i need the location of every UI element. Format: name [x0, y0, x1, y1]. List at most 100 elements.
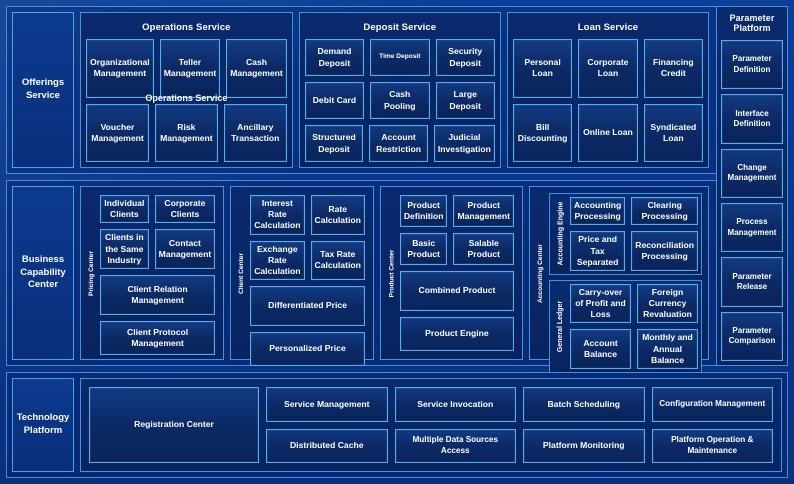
group-title-operations-service: Operations Service: [142, 22, 231, 33]
box-registration-center[interactable]: Registration Center: [89, 387, 259, 463]
technology-platform-columns: Service Management Distributed Cache Ser…: [266, 387, 773, 463]
box-accounting-processing[interactable]: Accounting Processing: [570, 197, 626, 226]
group-loan-service: Loan Service Personal Loan Corporate Loa…: [506, 12, 709, 168]
box-voucher-management[interactable]: Voucher Management: [86, 103, 149, 162]
group-title-parameter-platform: Parameter Platform: [729, 13, 775, 33]
group-title-loan-service: Loan Service: [577, 22, 639, 33]
box-platform-monitoring[interactable]: Platform Monitoring: [523, 428, 645, 463]
subgroup-accounting-engine: Accounting Engine Accounting Processing …: [549, 193, 702, 275]
box-syndicated-loan[interactable]: Syndicated Loan: [643, 103, 703, 162]
loan-service-row-2: Bill Discounting Online Loan Syndicated …: [512, 103, 703, 162]
box-parameter-release[interactable]: Parameter Release: [721, 257, 783, 307]
box-parameter-definition[interactable]: Parameter Definition: [721, 40, 783, 90]
box-distributed-cache[interactable]: Distributed Cache: [266, 428, 388, 463]
product-center-pairs: Product Definition Product Management Ba…: [399, 195, 514, 265]
box-clearing-processing[interactable]: Clearing Processing: [631, 197, 698, 226]
box-teller-management[interactable]: Teller Management: [159, 39, 221, 98]
box-combined-product[interactable]: Combined Product: [399, 271, 514, 311]
box-structured-deposit[interactable]: Structured Deposit: [304, 125, 364, 162]
box-corporate-clients[interactable]: Corporate Clients: [154, 195, 216, 224]
box-online-loan[interactable]: Online Loan: [578, 103, 638, 162]
vlabel-accounting-engine: Accounting Engine: [557, 202, 564, 266]
box-product-engine[interactable]: Product Engine: [399, 317, 514, 351]
box-carry-over-of-profit-and-loss[interactable]: Carry-over of Profit and Loss: [570, 283, 631, 324]
tech-column-4: Configuration Management Platform Operat…: [651, 387, 773, 463]
pricing-center-pairs: Individual Clients Corporate Clients Cli…: [100, 195, 216, 269]
vlabel-pricing-center: Pricing Center: [88, 250, 96, 296]
box-product-definition[interactable]: Product Definition: [399, 195, 448, 227]
box-salable-product[interactable]: Salable Product: [453, 233, 514, 265]
panel-accounting-center: Accounting Center Accounting Engine Acco…: [529, 186, 709, 373]
tech-column-3: Batch Scheduling Platform Monitoring: [523, 387, 645, 463]
box-judicial-investigation[interactable]: Judicial Investigation: [433, 125, 495, 162]
box-service-invocation[interactable]: Service Invocation: [394, 387, 516, 422]
panel-product-center: Product Center Product Definition Produc…: [379, 186, 523, 360]
box-product-management[interactable]: Product Management: [453, 195, 514, 227]
box-corporate-loan[interactable]: Corporate Loan: [578, 39, 638, 98]
box-account-restriction[interactable]: Account Restriction: [369, 125, 428, 162]
box-large-deposit[interactable]: Large Deposit: [435, 82, 495, 119]
box-clients-in-the-same-industry[interactable]: Clients in the Same Industry: [100, 229, 149, 269]
box-platform-operation-and-maintenance[interactable]: Platform Operation & Maintenance: [651, 428, 773, 463]
vlabel-product-center: Product Center: [387, 249, 395, 297]
box-tax-rate-calculation[interactable]: Tax Rate Calculation: [310, 240, 365, 281]
vlabel-general-ledger: General Ledger: [557, 300, 565, 353]
box-client-relation-management[interactable]: Client Relation Management: [100, 274, 216, 315]
vlabel-accounting-center: Accounting Center: [537, 243, 545, 303]
box-personal-loan[interactable]: Personal Loan: [512, 39, 573, 98]
operations-service-row-1: Organizational Management Teller Managem…: [86, 39, 287, 98]
box-risk-management[interactable]: Risk Management: [154, 103, 218, 162]
box-organizational-management[interactable]: Organizational Management: [86, 39, 154, 98]
box-rate-calculation[interactable]: Rate Calculation: [310, 195, 365, 235]
box-personalized-price[interactable]: Personalized Price: [250, 332, 365, 367]
box-interface-definition[interactable]: Interface Definition: [721, 94, 783, 144]
box-security-deposit[interactable]: Security Deposit: [435, 39, 495, 76]
box-change-management[interactable]: Change Management: [721, 148, 783, 198]
rail-business-capability-center: Business Capability Center: [12, 186, 74, 360]
box-process-management[interactable]: Process Management: [721, 202, 783, 253]
box-price-and-tax-separated[interactable]: Price and Tax Separated: [570, 231, 626, 271]
box-interest-rate-calculation[interactable]: Interest Rate Calculation: [250, 195, 305, 235]
box-multiple-data-sources-access[interactable]: Multiple Data Sources Access: [394, 428, 516, 463]
row-business-capability-center: Business Capability Center Pricing Cente…: [6, 180, 788, 373]
group-title-operations-service-overlay: Operations Service: [145, 93, 228, 103]
vlabel-client-center: Client Center: [238, 252, 246, 294]
row-technology-platform: Technology Platform Registration Center …: [6, 372, 788, 478]
deposit-service-row-3: Structured Deposit Account Restriction J…: [304, 125, 495, 162]
box-differentiated-price[interactable]: Differentiated Price: [250, 286, 365, 327]
box-service-management[interactable]: Service Management: [266, 387, 388, 422]
column-parameter-platform: Parameter Platform Parameter Definition …: [716, 6, 788, 366]
box-foreign-currency-revaluation[interactable]: Foreign Currency Revaluation: [637, 283, 698, 324]
box-debit-card[interactable]: Debit Card: [304, 82, 365, 119]
general-ledger-boxes: Carry-over of Profit and Loss Foreign Cu…: [570, 283, 698, 369]
box-cash-management[interactable]: Cash Management: [226, 39, 287, 98]
box-reconciliation-processing[interactable]: Reconciliation Processing: [631, 231, 698, 271]
rail-technology-platform: Technology Platform: [12, 378, 74, 472]
box-batch-scheduling[interactable]: Batch Scheduling: [523, 387, 645, 422]
deposit-service-row-1: Demand Deposit Time Deposit Security Dep…: [304, 39, 495, 76]
loan-service-row-1: Personal Loan Corporate Loan Financing C…: [512, 39, 703, 98]
box-basic-product[interactable]: Basic Product: [399, 233, 448, 265]
panel-client-center: Client Center Interest Rate Calculation …: [230, 186, 374, 367]
box-demand-deposit[interactable]: Demand Deposit: [304, 39, 365, 76]
tech-column-1: Service Management Distributed Cache: [266, 387, 388, 463]
box-time-deposit[interactable]: Time Deposit: [370, 39, 430, 76]
box-individual-clients[interactable]: Individual Clients: [100, 195, 149, 224]
box-cash-pooling[interactable]: Cash Pooling: [370, 82, 430, 119]
operations-service-row-2: Voucher Management Risk Management Ancil…: [86, 103, 287, 162]
box-exchange-rate-calculation[interactable]: Exchange Rate Calculation: [250, 240, 305, 281]
box-account-balance[interactable]: Account Balance: [570, 329, 631, 369]
accounting-engine-boxes: Accounting Processing Clearing Processin…: [570, 197, 698, 271]
group-deposit-service: Deposit Service Demand Deposit Time Depo…: [298, 12, 501, 168]
box-financing-credit[interactable]: Financing Credit: [643, 39, 703, 98]
box-ancillary-transaction[interactable]: Ancillary Transaction: [223, 103, 287, 162]
box-configuration-management[interactable]: Configuration Management: [651, 387, 773, 422]
box-contact-management[interactable]: Contact Management: [154, 229, 216, 269]
box-parameter-comparison[interactable]: Parameter Comparison: [721, 311, 783, 361]
box-bill-discounting[interactable]: Bill Discounting: [512, 103, 573, 162]
box-monthly-and-annual-balance[interactable]: Monthly and Annual Balance: [637, 329, 698, 369]
panel-technology-platform: Registration Center Service Management D…: [80, 378, 782, 472]
subgroup-general-ledger: General Ledger Carry-over of Profit and …: [549, 279, 702, 373]
box-client-protocol-management[interactable]: Client Protocol Management: [100, 320, 216, 355]
